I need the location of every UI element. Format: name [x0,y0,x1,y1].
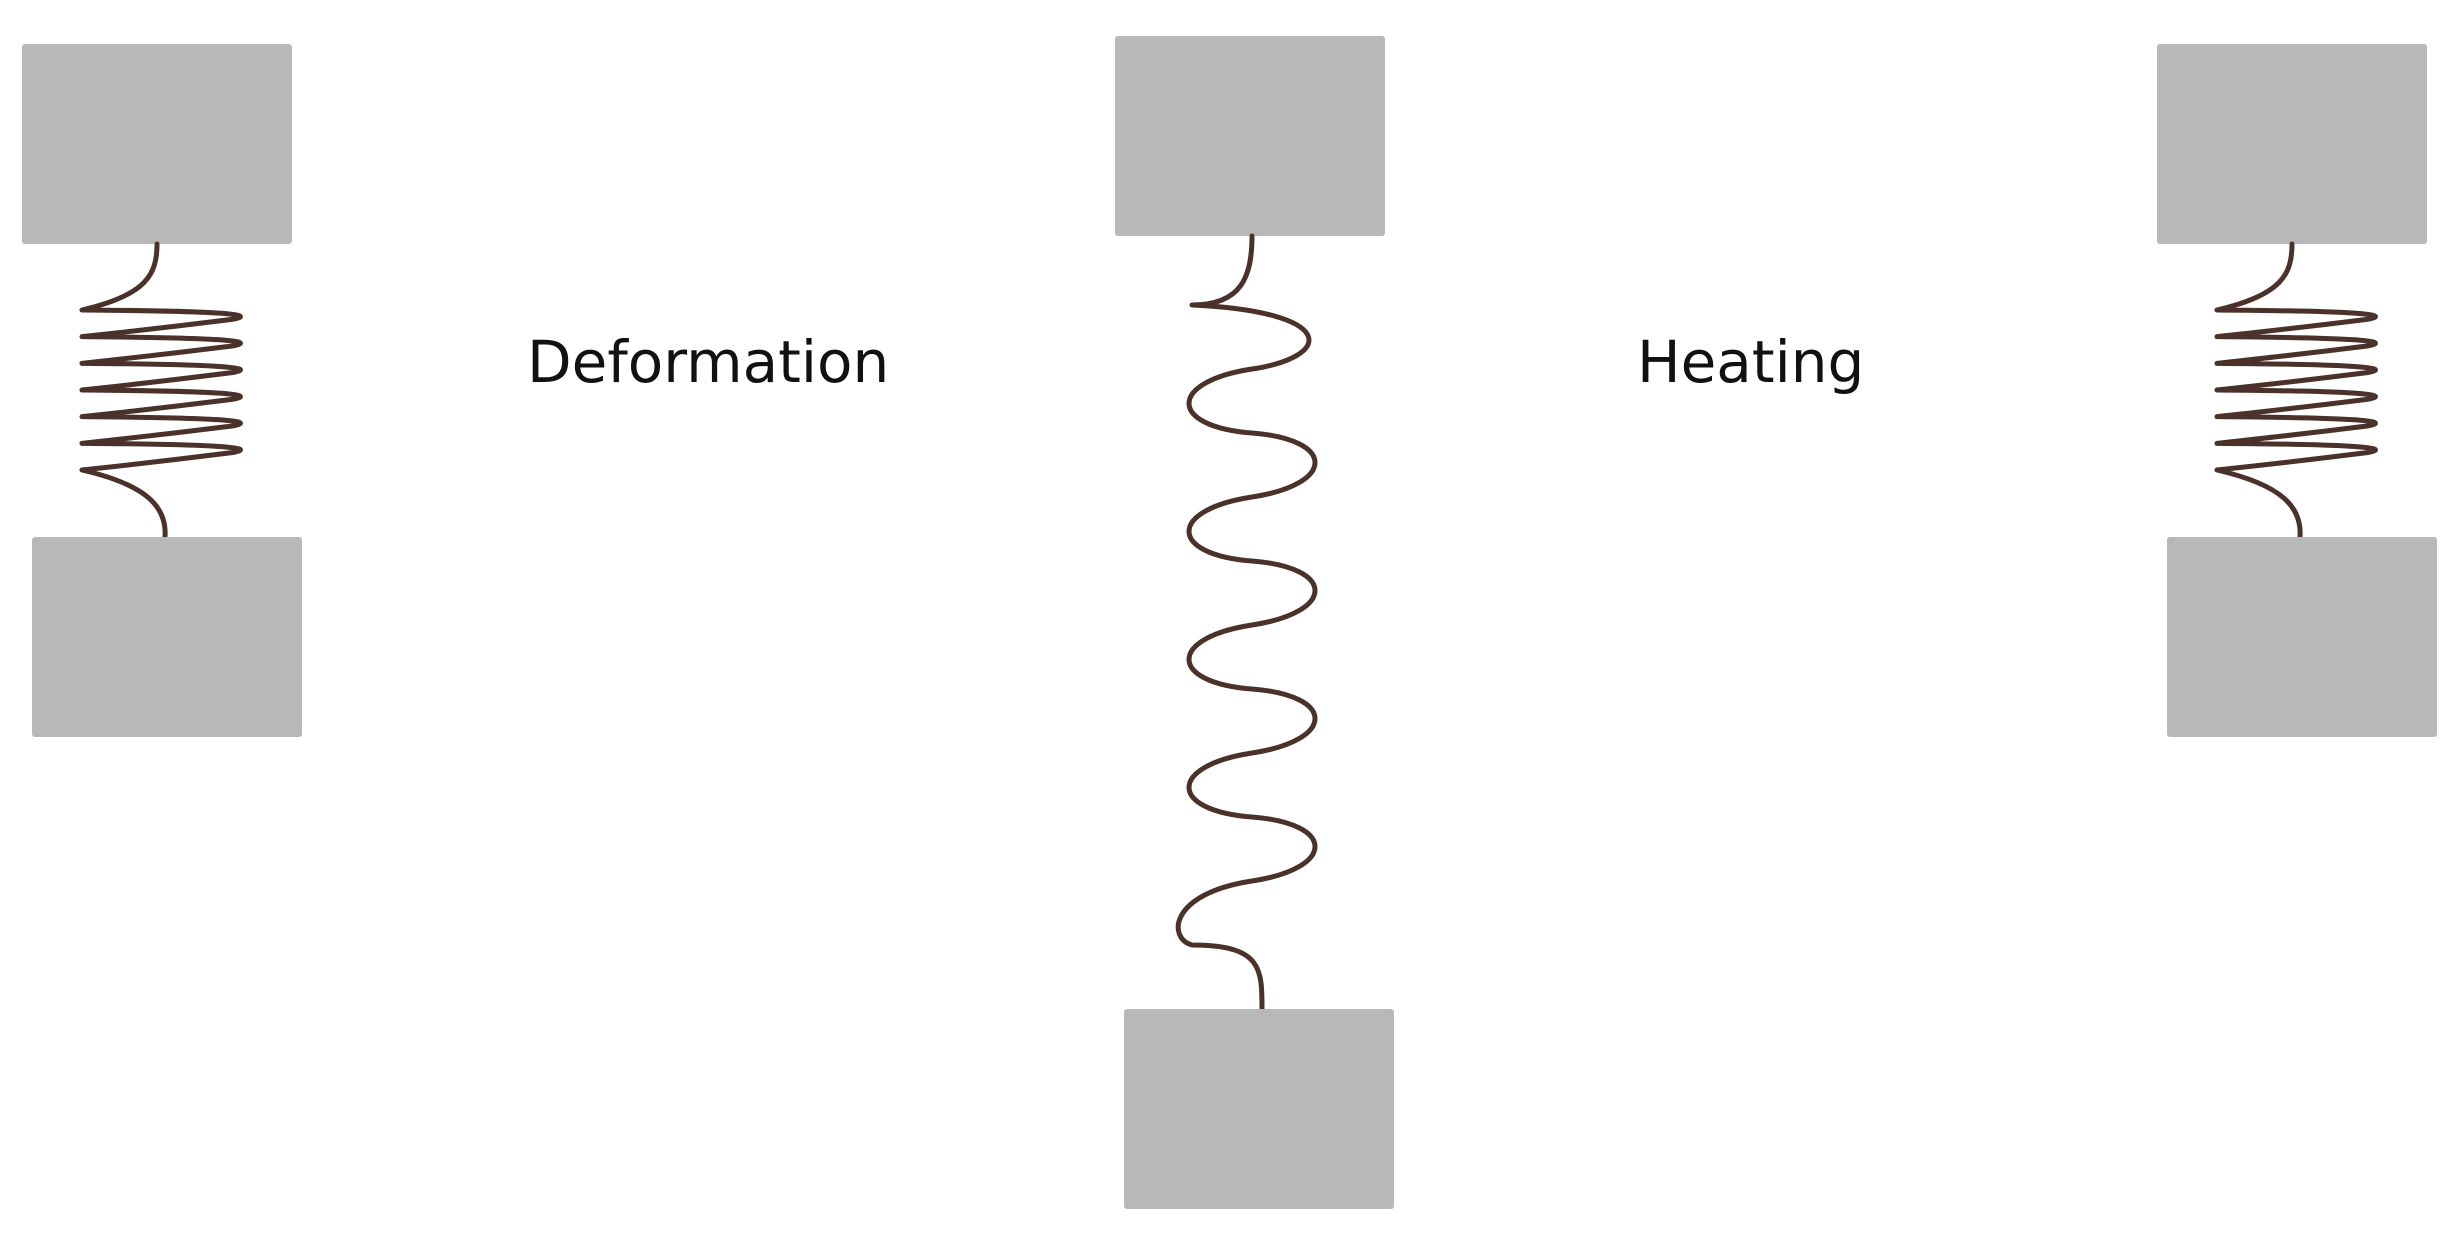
transition-label-heating: Heating [1637,328,1865,396]
top-block [22,44,292,244]
bottom-block [32,537,302,737]
spring-compressed [79,241,243,540]
top-block [1115,36,1385,236]
stage-deformed [1115,36,1394,1209]
bottom-block [2167,537,2437,737]
spring-extended [1175,233,1318,1012]
bottom-block [1124,1009,1394,1209]
stage-recovered [2157,44,2437,737]
stage-initial [22,44,302,737]
spring-compressed [2214,241,2378,540]
transition-label-deformation: Deformation [527,328,890,396]
top-block [2157,44,2427,244]
